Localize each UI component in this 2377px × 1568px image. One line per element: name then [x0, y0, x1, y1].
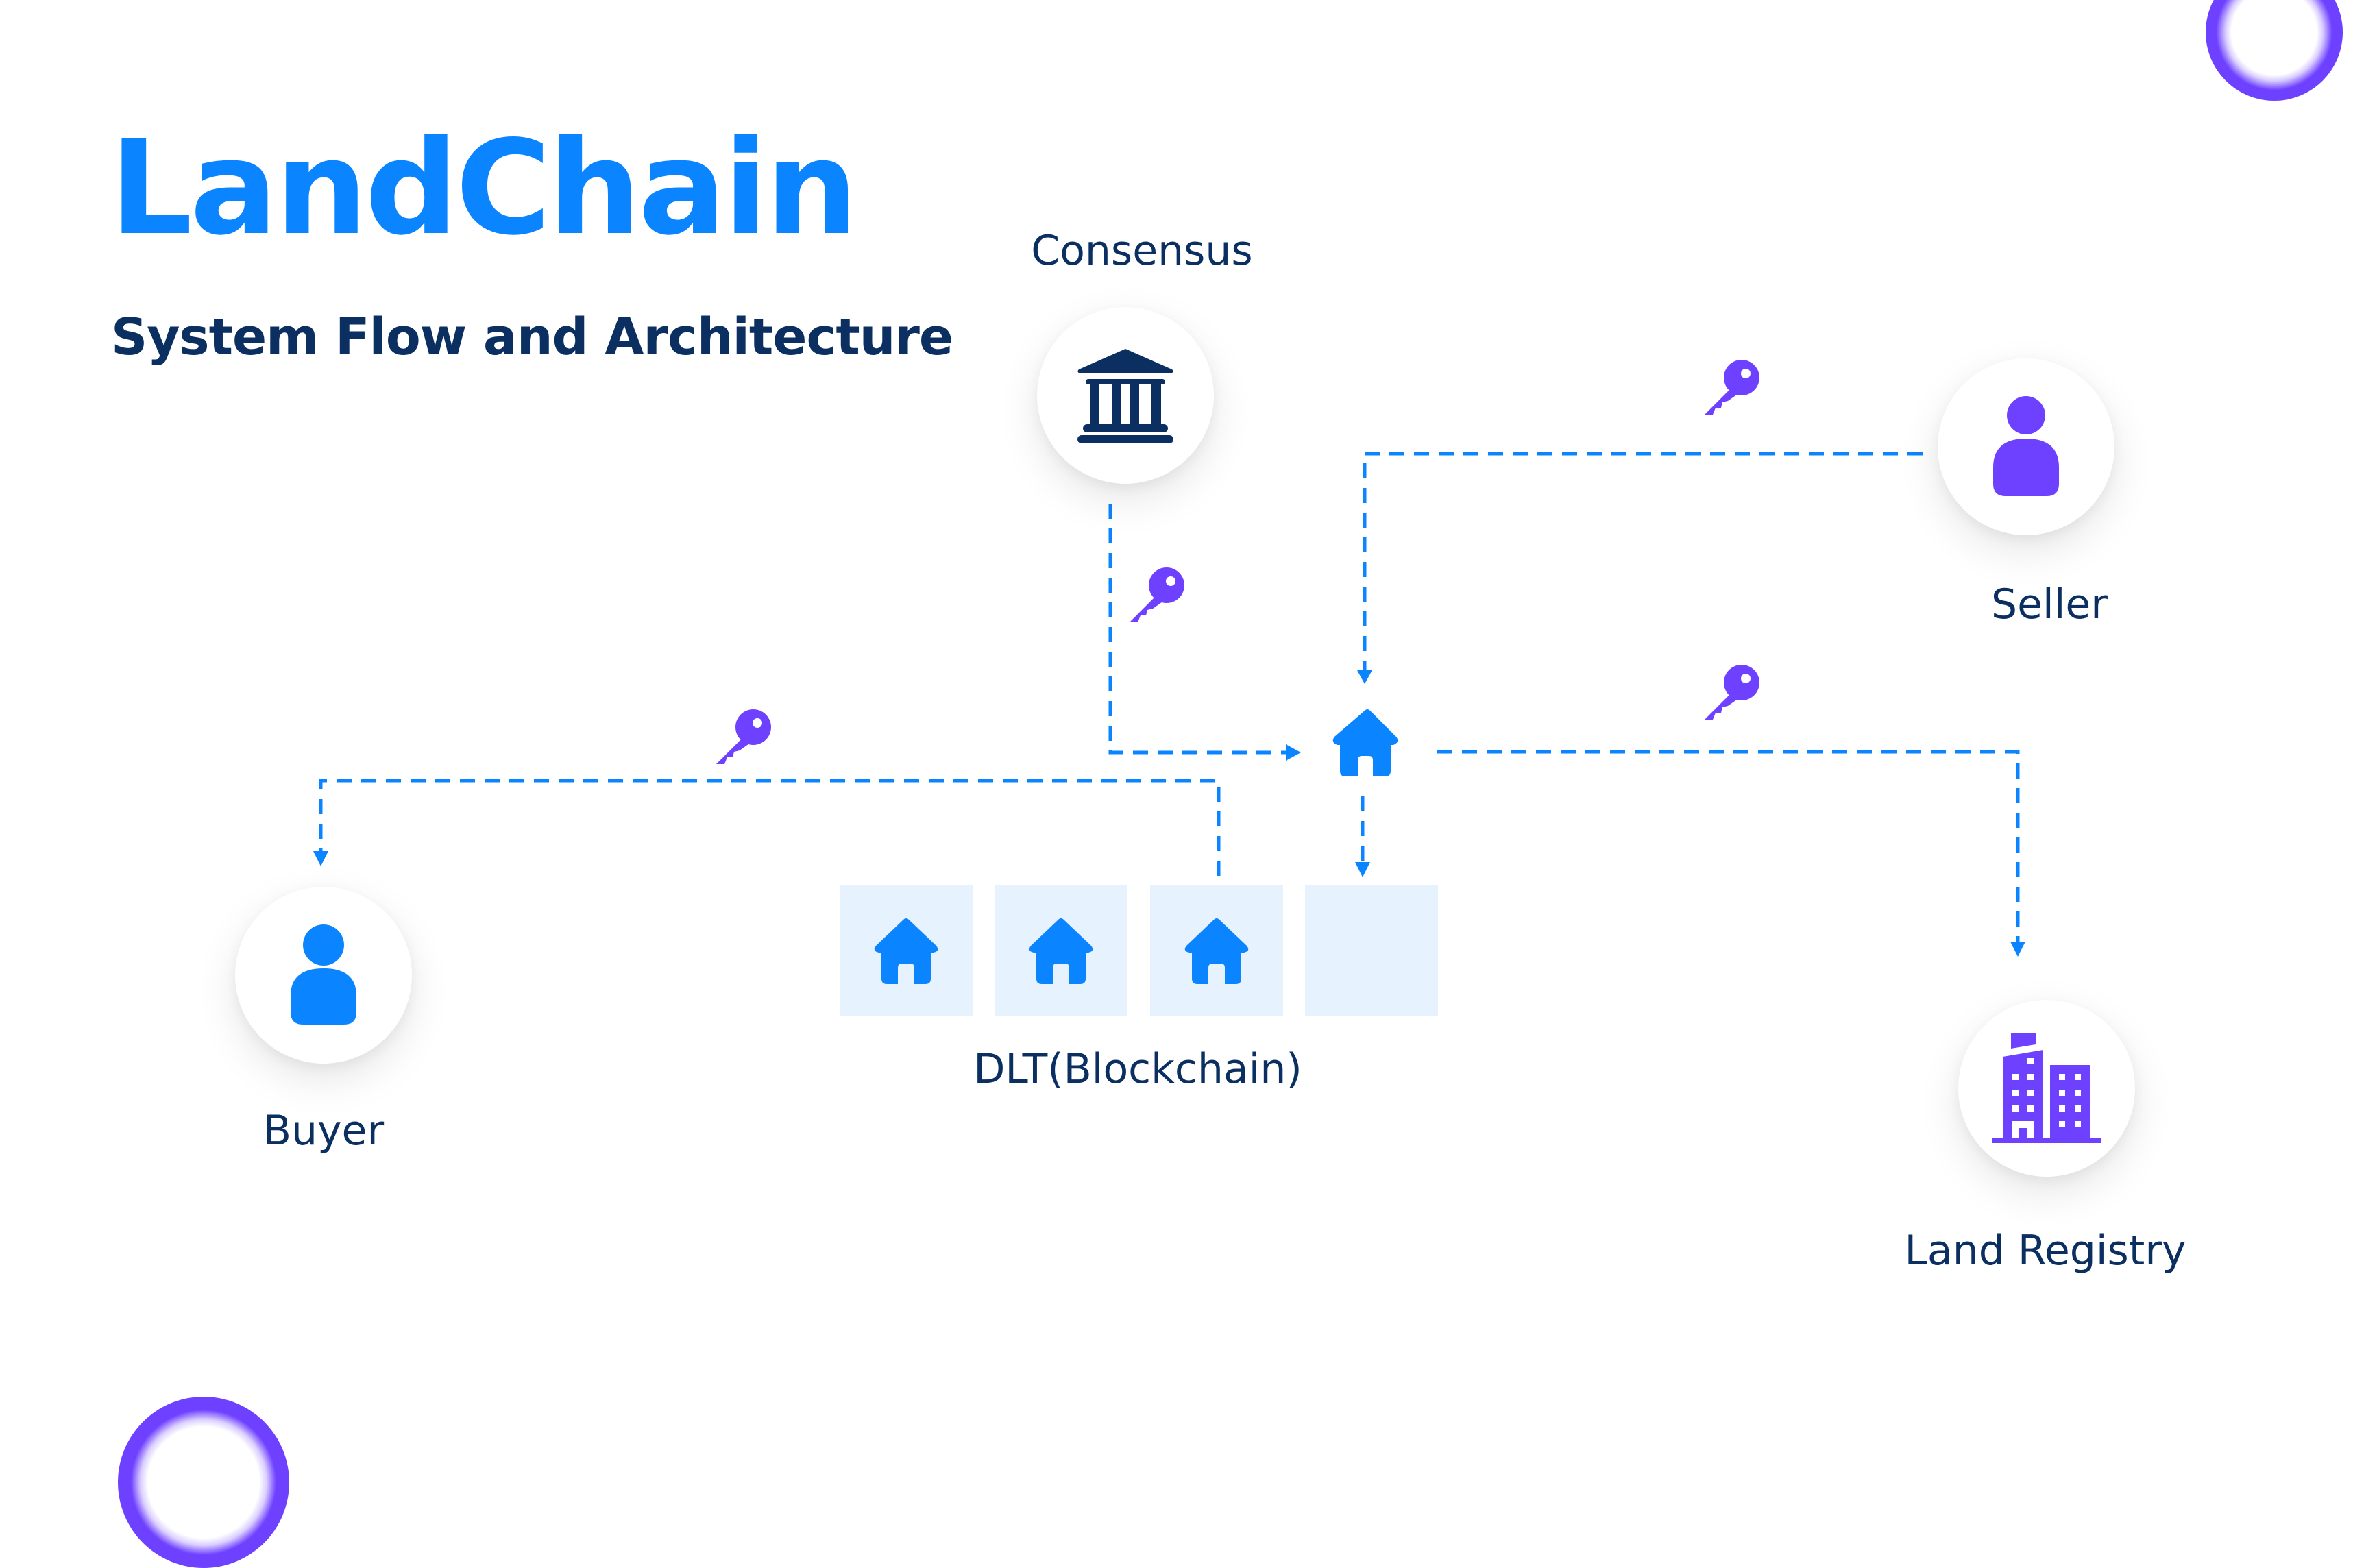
key-icon [1130, 567, 1184, 622]
building-icon [1992, 1033, 2101, 1143]
key-icon [1705, 665, 1759, 720]
blockchain-block[interactable] [1150, 885, 1283, 1016]
consensus-label: Consensus [1031, 227, 1253, 275]
blockchain-block[interactable] [840, 885, 973, 1016]
connector-seller-to-property [1363, 452, 1923, 670]
buyer-label: Buyer [263, 1107, 385, 1155]
seller-node[interactable] [1938, 358, 2114, 535]
bank-icon [1077, 349, 1173, 443]
property-house-icon [1332, 709, 1398, 776]
arrowhead-down-icon [1355, 862, 1370, 877]
blockchain-block[interactable] [995, 885, 1127, 1016]
buyer-node[interactable] [235, 887, 412, 1064]
arrowhead-down-icon [2010, 942, 2025, 957]
house-icon [874, 918, 938, 984]
arrowhead-down-icon [1357, 670, 1372, 684]
key-icon [716, 709, 771, 764]
connector-property-to-registry [1437, 750, 2020, 943]
house-icon [1184, 918, 1249, 984]
land-registry-label: Land Registry [1904, 1227, 2186, 1275]
land-registry-node[interactable] [1958, 1000, 2135, 1177]
arrowhead-right-icon [1286, 744, 1301, 761]
blockchain-label: DLT(Blockchain) [973, 1045, 1302, 1093]
connector-layer [313, 360, 2025, 957]
user-icon [291, 924, 356, 1025]
connector-consensus-to-property [1108, 504, 1287, 755]
blockchain-block-empty[interactable] [1305, 885, 1438, 1016]
seller-label: Seller [1991, 580, 2108, 628]
user-icon [1993, 396, 2059, 496]
consensus-node[interactable] [1037, 307, 1214, 484]
arrowhead-down-icon [313, 851, 328, 866]
key-icon [1705, 360, 1759, 415]
page-subtitle: System Flow and Architecture [111, 308, 953, 367]
connector-blockchain-to-buyer [319, 779, 1221, 876]
page-title: LandChain [110, 112, 858, 264]
house-icon [1029, 918, 1093, 984]
